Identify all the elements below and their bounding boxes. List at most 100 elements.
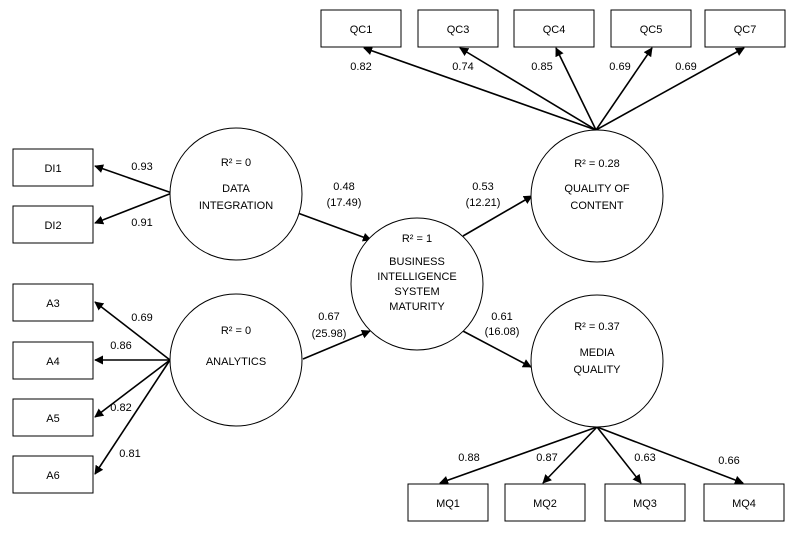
arrow-mq-to-mq1 <box>439 426 598 485</box>
path-t-bis-to-mq: (16.08) <box>485 326 520 338</box>
loading-label-mq2: 0.87 <box>536 452 557 464</box>
construct-circle-analytics <box>169 293 303 427</box>
construct-name-line-4: MATURITY <box>389 301 445 313</box>
loading-label-qc3: 0.74 <box>452 61 473 73</box>
path-t-an-to-bis: (25.98) <box>312 328 347 340</box>
path-coef-bis-to-mq: 0.61 <box>491 311 512 323</box>
construct-r2-media-quality: R² = 0.37 <box>574 321 620 333</box>
qc-indicators: QC1 QC3 QC4 QC5 QC7 <box>320 9 786 48</box>
arrow-qc-to-qc5 <box>595 47 653 131</box>
indicator-label-qc3: QC3 <box>447 24 470 36</box>
structural-path-arrows <box>294 195 533 368</box>
loading-label-qc7: 0.69 <box>675 61 696 73</box>
indicator-box-a4 <box>12 341 94 380</box>
loading-label-qc4: 0.85 <box>531 61 552 73</box>
indicator-label-a3: A3 <box>46 298 59 310</box>
loading-label-mq1: 0.88 <box>458 452 479 464</box>
construct-name-line-1: ANALYTICS <box>206 356 266 368</box>
loading-label-qc5: 0.69 <box>609 61 630 73</box>
arrow-qc-to-qc1 <box>363 46 597 131</box>
arrow-an-to-bis <box>302 329 371 360</box>
construct-bis-maturity: R² = 1 BUSINESS INTELLIGENCE SYSTEM MATU… <box>350 217 484 351</box>
construct-name-line-2: INTELLIGENCE <box>377 271 456 283</box>
construct-quality-of-content: R² = 0.28 QUALITY OF CONTENT <box>530 129 664 263</box>
indicator-box-qc4 <box>513 9 595 48</box>
indicator-label-mq4: MQ4 <box>732 498 756 510</box>
indicator-box-di1 <box>12 148 94 187</box>
arrow-mq-to-mq4 <box>596 426 744 485</box>
arrow-di-to-bis <box>294 211 372 242</box>
indicator-box-di2 <box>12 205 94 244</box>
construct-r2-quality-of-content: R² = 0.28 <box>574 158 620 170</box>
construct-name-line-1: DATA <box>222 183 250 195</box>
indicator-label-mq2: MQ2 <box>533 498 557 510</box>
path-coefficient-labels: 0.48 (17.49) 0.67 (25.98) 0.53 (12.21) 0… <box>312 181 520 340</box>
loading-label-mq3: 0.63 <box>634 452 655 464</box>
di-loading-arrows <box>94 164 173 225</box>
path-coef-an-to-bis: 0.67 <box>318 311 339 323</box>
arrow-an-to-a3 <box>94 301 171 361</box>
arrow-di-to-di1 <box>94 164 173 194</box>
loading-label-mq4: 0.66 <box>718 455 739 467</box>
loading-label-di2: 0.91 <box>131 217 152 229</box>
construct-circle-data-integration <box>169 127 303 261</box>
construct-r2-analytics: R² = 0 <box>221 325 251 337</box>
construct-name-line-2: CONTENT <box>570 200 623 212</box>
path-coef-bis-to-qc: 0.53 <box>472 181 493 193</box>
indicator-label-qc1: QC1 <box>350 24 373 36</box>
path-t-di-to-bis: (17.49) <box>327 197 362 209</box>
arrow-mq-to-mq2 <box>542 426 598 484</box>
path-coef-di-to-bis: 0.48 <box>333 181 354 193</box>
path-t-bis-to-qc: (12.21) <box>466 197 501 209</box>
indicator-label-qc4: QC4 <box>543 24 566 36</box>
indicator-box-a6 <box>12 455 94 494</box>
indicator-box-qc3 <box>417 9 499 48</box>
arrow-an-to-a5 <box>94 359 171 418</box>
loading-label-di1: 0.93 <box>131 161 152 173</box>
arrow-mq-to-mq3 <box>596 426 642 484</box>
loading-label-a3: 0.69 <box>131 312 152 324</box>
construct-circle-media-quality <box>530 294 664 428</box>
indicator-label-di2: DI2 <box>44 220 61 232</box>
construct-r2-data-integration: R² = 0 <box>221 157 251 169</box>
construct-analytics: R² = 0 ANALYTICS <box>169 293 303 427</box>
mq-loading-arrows <box>439 426 744 485</box>
construct-circle-bis-maturity <box>350 217 484 351</box>
arrow-bis-to-mq <box>460 329 532 368</box>
qc-loading-arrows <box>363 46 745 131</box>
construct-name-line-2: QUALITY <box>573 364 621 376</box>
loading-label-a4: 0.86 <box>110 340 131 352</box>
indicator-label-mq1: MQ1 <box>436 498 460 510</box>
indicator-box-qc1 <box>320 9 402 48</box>
indicator-box-a5 <box>12 398 94 437</box>
indicator-box-qc5 <box>610 9 692 48</box>
indicator-label-qc5: QC5 <box>640 24 663 36</box>
indicator-label-a6: A6 <box>46 470 59 482</box>
indicator-label-qc7: QC7 <box>734 24 757 36</box>
indicator-label-a4: A4 <box>46 356 59 368</box>
loading-label-qc1: 0.82 <box>350 61 371 73</box>
loading-labels: 0.82 0.74 0.85 0.69 0.69 0.93 0.91 0.69 … <box>110 61 739 467</box>
indicator-box-mq3 <box>604 483 686 522</box>
indicator-box-mq2 <box>504 483 586 522</box>
arrow-bis-to-qc <box>462 195 533 237</box>
indicator-box-mq1 <box>407 483 489 522</box>
loading-label-a6: 0.81 <box>119 448 140 460</box>
arrow-di-to-di2 <box>94 192 173 225</box>
construct-circle-quality-of-content <box>530 129 664 263</box>
indicator-box-mq4 <box>703 483 785 522</box>
indicator-box-qc7 <box>704 9 786 48</box>
analytics-loading-arrows <box>94 301 171 475</box>
di-indicators: DI1 DI2 <box>12 148 94 244</box>
construct-r2-bis-maturity: R² = 1 <box>402 233 432 245</box>
arrow-qc-to-qc3 <box>459 47 597 131</box>
loading-label-a5: 0.82 <box>110 402 131 414</box>
construct-name-line-2: INTEGRATION <box>199 200 273 212</box>
analytics-indicators: A3 A4 A5 A6 <box>12 283 94 494</box>
arrow-qc-to-qc4 <box>555 47 597 131</box>
construct-name-line-1: MEDIA <box>580 347 616 359</box>
construct-name-line-1: QUALITY OF <box>564 183 629 195</box>
construct-name-line-1: BUSINESS <box>389 256 445 268</box>
construct-name-line-3: SYSTEM <box>394 286 439 298</box>
